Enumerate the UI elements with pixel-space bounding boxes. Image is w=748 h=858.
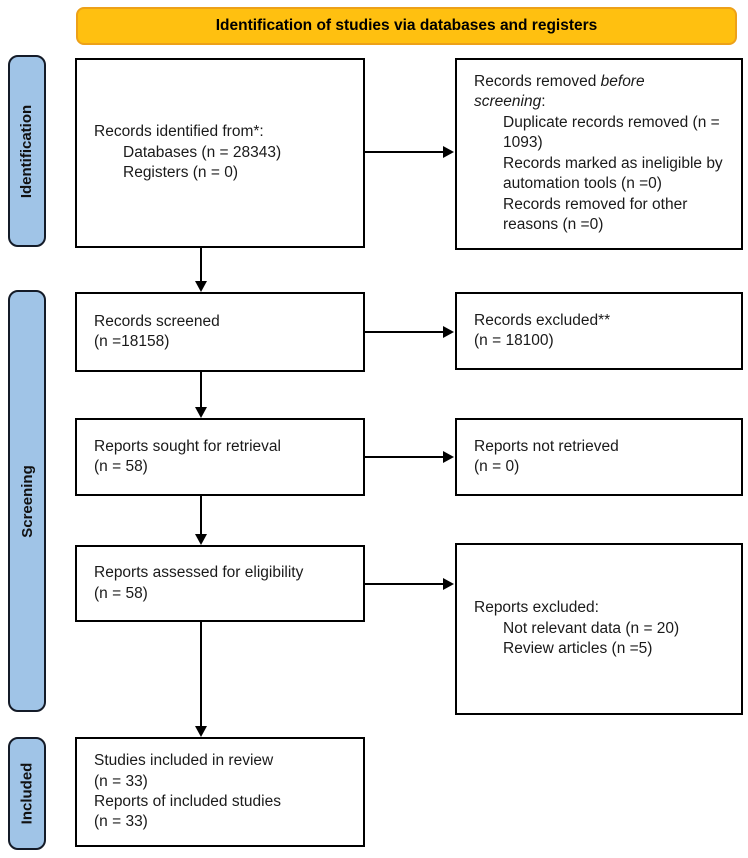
box-records-identified: Records identified from*: Databases (n =… xyxy=(75,58,365,248)
stage-screening: Screening xyxy=(8,290,46,712)
records-screened-label: Records screened xyxy=(94,312,220,330)
reports-sought-label: Reports sought for retrieval xyxy=(94,437,281,455)
box-reports-assessed: Reports assessed for eligibility (n = 58… xyxy=(75,545,365,622)
arrow-down-assessed-to-included xyxy=(195,622,207,737)
reports-not-retrieved-label: Reports not retrieved xyxy=(474,437,619,455)
reports-assessed-label: Reports assessed for eligibility xyxy=(94,564,304,582)
box-records-screened: Records screened (n =18158) xyxy=(75,292,365,372)
box-reports-not-retrieved: Reports not retrieved (n = 0) xyxy=(455,418,743,496)
stage-identification-label: Identification xyxy=(18,104,36,198)
box-records-removed-before-screening: Records removed before screening: Duplic… xyxy=(455,58,743,250)
arrow-down-screened-to-sought xyxy=(195,372,207,418)
records-removed-title-italic: before screening xyxy=(474,73,645,111)
reports-excluded-review-articles: Review articles (n =5) xyxy=(503,640,653,658)
reports-excluded-title: Reports excluded: xyxy=(474,599,599,617)
records-identified-registers: Registers (n = 0) xyxy=(123,164,239,182)
records-excluded-count: (n = 18100) xyxy=(474,332,554,349)
records-identified-title: Records identified from*: xyxy=(94,123,264,141)
records-excluded-label: Records excluded** xyxy=(474,311,611,329)
reports-included-label: Reports of included studies xyxy=(94,793,281,810)
duplicate-records-removed: Duplicate records removed (n = 1093) xyxy=(503,113,720,152)
stage-screening-label: Screening xyxy=(18,464,36,538)
box-reports-excluded: Reports excluded: Not relevant data (n =… xyxy=(455,543,743,715)
stage-identification: Identification xyxy=(8,55,46,247)
banner: Identification of studies via databases … xyxy=(76,7,737,45)
reports-sought-count: (n = 58) xyxy=(94,458,148,475)
arrow-down-identified-to-screened xyxy=(195,248,207,292)
box-records-excluded: Records excluded** (n = 18100) xyxy=(455,292,743,370)
box-reports-sought: Reports sought for retrieval (n = 58) xyxy=(75,418,365,496)
reports-not-retrieved-count: (n = 0) xyxy=(474,458,520,475)
arrow-right-screened-to-excluded xyxy=(365,326,454,338)
records-marked-ineligible: Records marked as ineligible by automati… xyxy=(503,154,723,193)
studies-included-label: Studies included in review xyxy=(94,752,274,770)
arrow-right-sought-to-not-retrieved xyxy=(365,451,454,463)
reports-excluded-not-relevant: Not relevant data (n = 20) xyxy=(503,619,680,637)
records-identified-databases: Databases (n = 28343) xyxy=(123,143,282,161)
banner-title: Identification of studies via databases … xyxy=(215,17,598,34)
reports-included-count: (n = 33) xyxy=(94,813,148,831)
stage-included: Included xyxy=(8,737,46,850)
arrow-down-sought-to-assessed xyxy=(195,496,207,545)
arrow-right-identified-to-removed xyxy=(365,146,454,158)
studies-included-count: (n = 33) xyxy=(94,772,148,790)
records-screened-count: (n =18158) xyxy=(94,333,170,350)
stage-included-label: Included xyxy=(18,762,36,825)
box-studies-included: Studies included in review (n = 33) Repo… xyxy=(75,737,365,847)
arrow-right-assessed-to-reports-excluded xyxy=(365,578,454,590)
records-removed-other-reasons: Records removed for other reasons (n =0) xyxy=(503,195,688,234)
reports-assessed-count: (n = 58) xyxy=(94,584,148,602)
records-removed-title: Records removed before screening: xyxy=(474,73,645,111)
